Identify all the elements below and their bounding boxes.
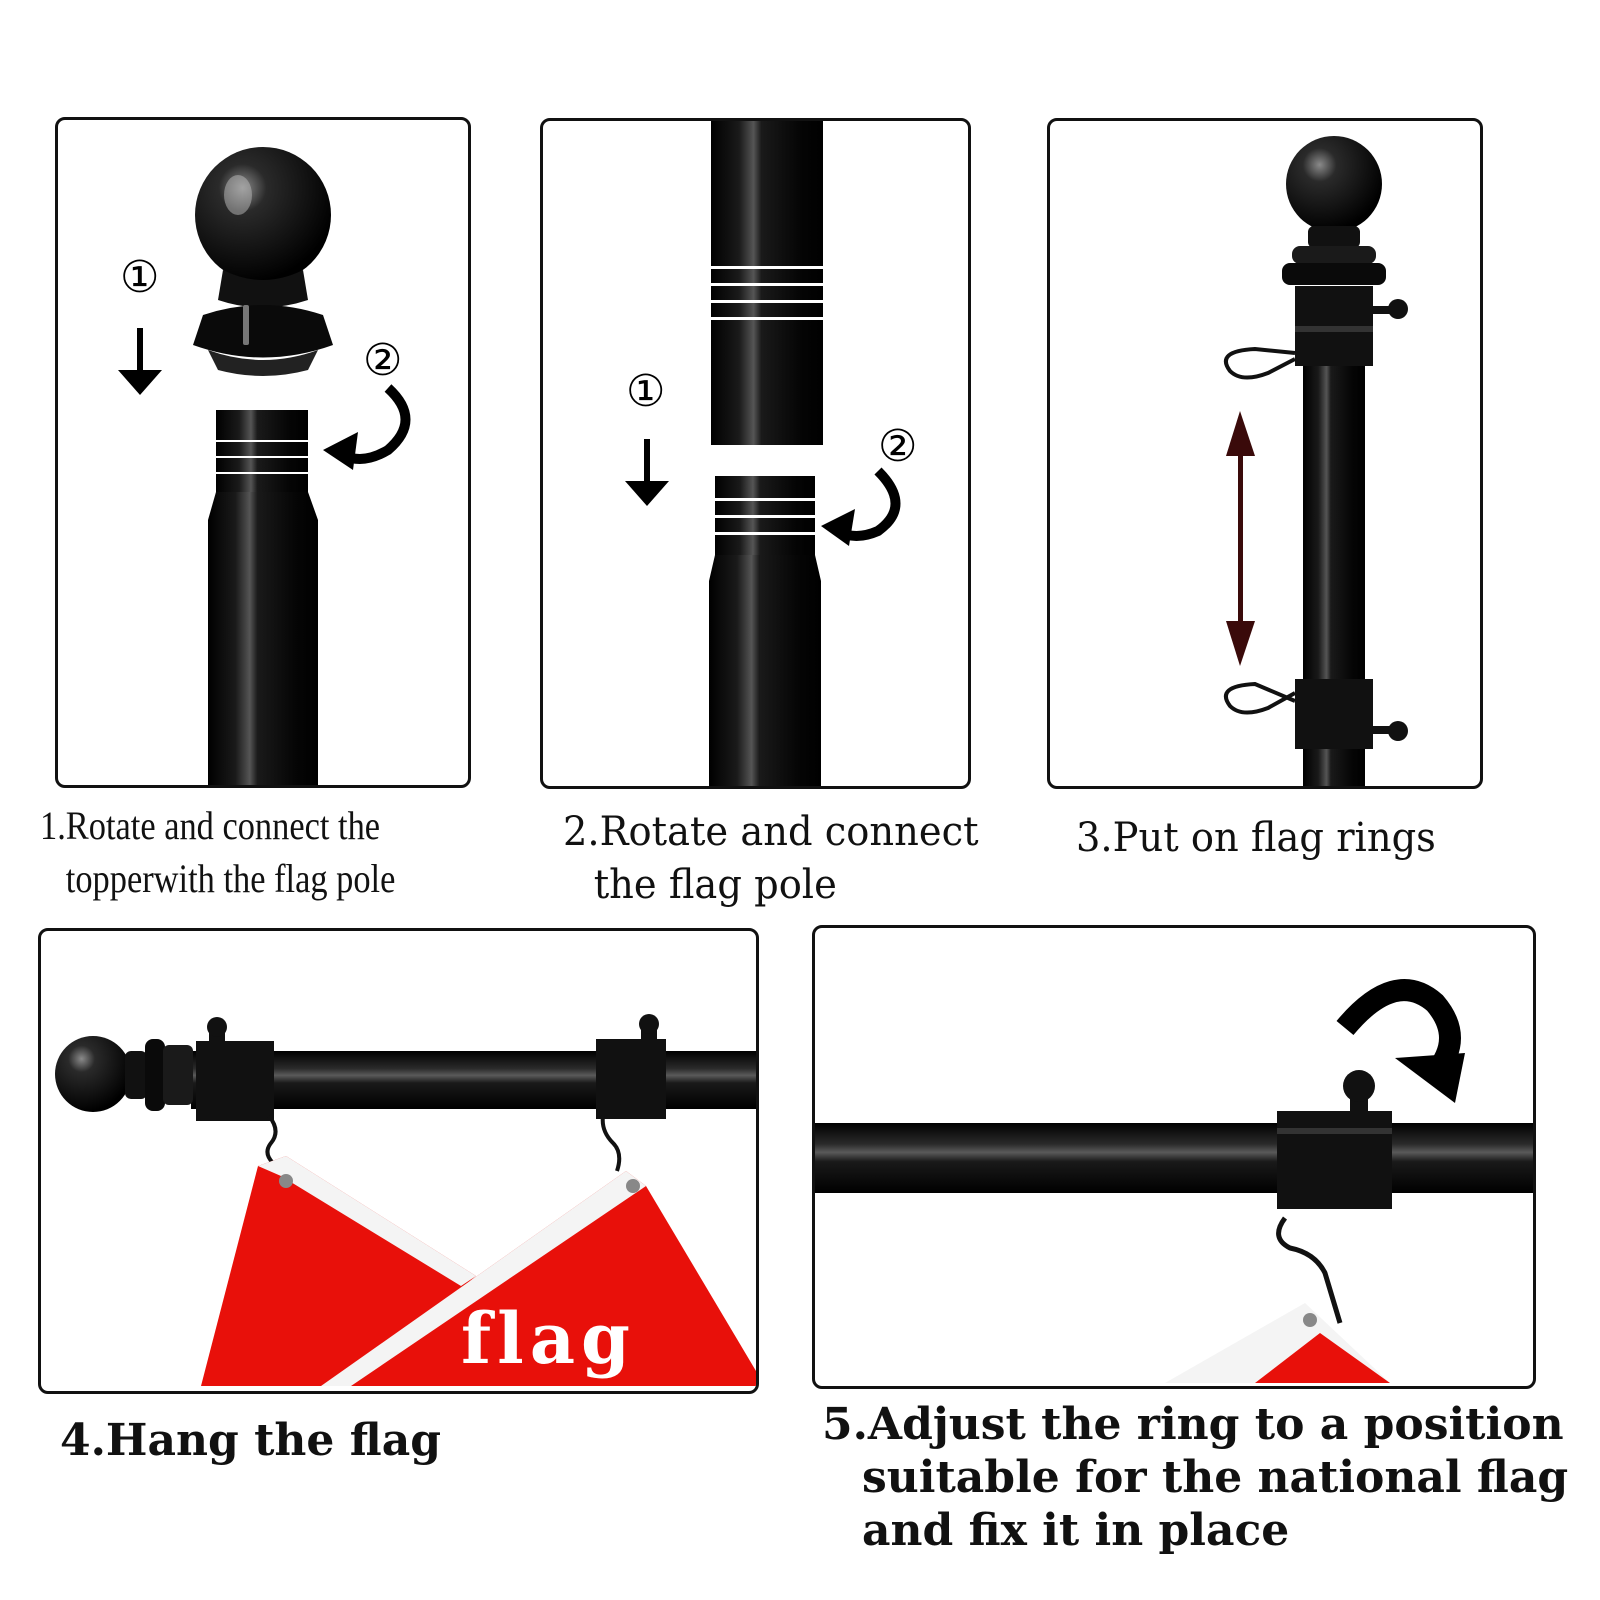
topper-ball-icon: [193, 147, 333, 376]
step5-caption-line1: 5.Adjust the ring to a position: [822, 1399, 1564, 1450]
rotate-arrow-icon: [821, 467, 901, 546]
step1-caption: 1.Rotate and connect the topperwith the …: [40, 800, 395, 906]
upper-clip-icon: [1223, 346, 1296, 380]
step-two-mark: ②: [363, 335, 402, 386]
step2-caption-line2: the flag pole: [593, 861, 837, 908]
step2-illustration: ① ②: [625, 121, 917, 786]
step3-caption-line1: 3.Put on flag rings: [1076, 815, 1436, 861]
step3-caption: 3.Put on flag rings: [1076, 812, 1436, 865]
lower-pole-segment: [709, 476, 821, 786]
step5-caption: 5.Adjust the ring to a position suitable…: [822, 1398, 1568, 1558]
flag-pole-segment: [208, 410, 318, 785]
lower-clip-icon: [1223, 681, 1296, 715]
step1-illustration: ① ②: [118, 147, 411, 785]
step3-panel: [1047, 118, 1483, 789]
rotate-arrow-icon: [323, 384, 411, 470]
step-one-mark: ①: [120, 252, 159, 303]
step4-caption-line1: 4.Hang the flag: [60, 1415, 441, 1466]
right-ring: [596, 1014, 666, 1119]
step1-caption-line2: topperwith the flag pole: [65, 855, 396, 901]
flag-label: flag: [461, 1297, 636, 1380]
horizontal-pole: [815, 1123, 1533, 1193]
step5-caption-line2: suitable for the national flag: [862, 1452, 1569, 1504]
step4-panel: flag: [38, 928, 759, 1394]
upper-pole-segment: [711, 121, 823, 445]
hook-icon: [1276, 1216, 1343, 1324]
flag-right-half: [321, 1171, 756, 1386]
step5-caption-line3: and fix it in place: [862, 1505, 1290, 1557]
ring: [1277, 1070, 1392, 1209]
double-arrow-icon: [1226, 411, 1255, 666]
left-ring: [196, 1017, 274, 1121]
step1-panel: ① ②: [55, 117, 471, 788]
upper-ring: [1295, 286, 1408, 366]
hook-icon: [265, 1114, 622, 1173]
topper-ball-icon: [1282, 136, 1386, 285]
arrow-down-icon: [118, 328, 162, 395]
step2-caption: 2.Rotate and connect the flag pole: [563, 806, 979, 912]
step2-caption-line1: 2.Rotate and connect: [563, 809, 979, 855]
topper-ball-icon: [55, 1036, 193, 1112]
lower-ring: [1295, 679, 1408, 749]
step4-illustration: flag: [55, 1014, 756, 1386]
step-two-mark: ②: [878, 421, 917, 472]
step-one-mark: ①: [626, 366, 665, 417]
step2-panel: ① ②: [540, 118, 971, 789]
rotate-arrow-icon: [1336, 979, 1465, 1103]
step3-illustration: [1223, 136, 1408, 786]
step5-illustration: [815, 979, 1533, 1383]
step4-caption: 4.Hang the flag: [60, 1412, 441, 1470]
arrow-down-icon: [625, 439, 669, 506]
flag-corner: [1165, 1303, 1390, 1383]
horizontal-pole: [191, 1051, 756, 1109]
step5-panel: [812, 925, 1536, 1389]
step1-caption-line1: 1.Rotate and connect the: [40, 803, 381, 848]
